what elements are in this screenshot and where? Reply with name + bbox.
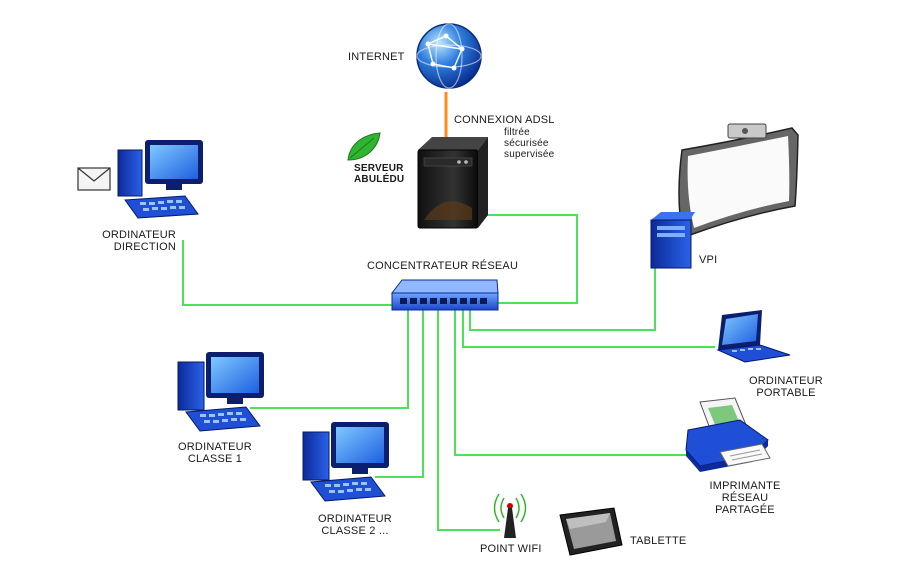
cable-portable-hub [462,310,715,348]
vpi-label: VPI [699,254,718,266]
vpi-tower-icon [650,212,695,269]
imprimante-line3: PARTAGÉE [715,504,775,516]
connexion-detail-securisee: sécurisée [504,138,549,149]
ordinateur-classe2-line1: ORDINATEUR [318,513,392,525]
imprimante-line2: RÉSEAU [721,492,769,504]
ordinateur-portable-label: ORDINATEUR PORTABLE [745,375,827,399]
serveur-label: SERVEUR ABULÉDU [354,163,404,185]
network-hub-icon [390,279,499,311]
cable-vpi-hub [469,268,656,331]
imprimante-line1: IMPRIMANTE [709,480,781,492]
interactive-whiteboard-icon [678,123,799,236]
connexion-detail-supervisee: supervisée [504,149,555,160]
ordinateur-classe1-line2: CLASSE 1 [187,453,243,465]
ordinateur-direction-line2: DIRECTION [113,241,176,253]
connexion-detail-filtree: filtrée [504,127,530,138]
ordinateur-direction-line1: ORDINATEUR [102,229,176,241]
globe-icon [416,23,482,89]
ordinateur-classe1-line1: ORDINATEUR [178,441,252,453]
cable-wifi-hub [437,310,500,531]
desktop-classe2-icon [302,422,389,502]
concentrateur-label: CONCENTRATEUR RÉSEAU [367,260,519,272]
point-wifi-label: POINT WIFI [480,543,542,555]
leaf-icon [347,132,381,161]
ordinateur-classe1-label: ORDINATEUR CLASSE 1 [170,441,260,465]
ordinateur-portable-line1: ORDINATEUR [749,375,823,387]
cable-direction-hub [182,240,392,306]
cable-classe2-hub [375,310,424,478]
internet-label: INTERNET [348,51,405,63]
cable-printer-hub [454,310,690,456]
ordinateur-classe2-line2: CLASSE 2 ... [321,525,389,537]
connexion-details: filtrée sécurisée supervisée [504,127,554,160]
envelope-icon [77,167,111,191]
serveur-label-line2: ABULÉDU [354,174,405,185]
tablet-icon [559,507,623,556]
connexion-adsl-label: CONNEXION ADSL [454,114,555,126]
tablette-label: TABLETTE [630,535,687,547]
imprimante-label: IMPRIMANTE RÉSEAU PARTAGÉE [700,480,790,516]
desktop-classe1-icon [177,352,264,432]
network-cables [182,92,715,531]
printer-icon [685,397,771,472]
cable-server-hub [480,214,578,304]
ordinateur-direction-label: ORDINATEUR DIRECTION [90,229,176,253]
desktop-direction-icon [117,140,203,219]
serveur-label-line1: SERVEUR [354,163,404,174]
cable-classe1-hub [250,310,409,409]
ordinateur-portable-line2: PORTABLE [756,387,816,399]
ordinateur-classe2-label: ORDINATEUR CLASSE 2 ... [303,513,407,537]
wifi-antenna-icon [493,493,527,538]
server-icon [417,137,488,229]
laptop-icon [716,310,791,363]
